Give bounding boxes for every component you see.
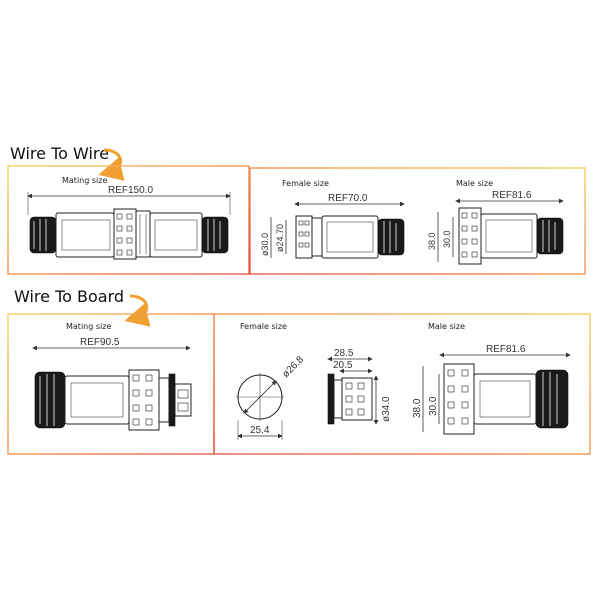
female-inner-depth-dimension: 20.5	[333, 360, 353, 371]
female-depth-dimension: 28.5	[334, 348, 354, 359]
male-inner-height: 30.0	[442, 230, 452, 248]
female-connector-drawing	[295, 215, 405, 259]
wire-to-wire-title: Wire To Wire	[10, 144, 109, 163]
curved-arrow-icon	[124, 294, 151, 327]
male-connector-drawing	[458, 207, 564, 265]
female-size-label: Female size	[282, 179, 329, 188]
panel-hole-diameter: ø26.8	[280, 354, 306, 380]
female-male-frame	[213, 313, 591, 455]
mating-size-label: Mating size	[62, 176, 107, 185]
male-inner-height: 30.0	[428, 396, 439, 416]
male-length-dimension: REF81.6	[486, 344, 526, 355]
male-outer-height: 38.0	[427, 232, 437, 250]
panel-hole-drawing	[236, 373, 284, 421]
female-length-dimension: REF70.0	[328, 193, 368, 204]
curved-arrow-icon	[98, 148, 125, 181]
male-length-dimension: REF81.6	[492, 190, 532, 201]
flange-width-dimension: 25.4	[250, 425, 270, 436]
mating-dimension: REF150.0	[108, 185, 153, 196]
female-inner-diameter: ø24.70	[275, 224, 285, 252]
male-outer-height: 38.0	[412, 398, 423, 418]
mating-connector-drawing	[29, 208, 229, 260]
wire-to-board-title: Wire To Board	[14, 287, 124, 306]
female-size-label: Female size	[240, 322, 287, 331]
female-diameter: ø34.0	[381, 396, 392, 422]
female-male-frame	[249, 167, 586, 275]
wire-to-wire-section: Wire To Wire Mating size REF150.0	[7, 144, 586, 275]
mating-frame	[7, 165, 250, 275]
female-outer-diameter: ø30.0	[260, 233, 270, 256]
mating-size-label: Mating size	[66, 322, 111, 331]
male-connector-drawing	[443, 363, 569, 435]
mating-connector-drawing	[34, 369, 192, 431]
mating-dimension: REF90.5	[80, 337, 120, 348]
male-size-label: Male size	[456, 179, 493, 188]
wire-to-board-section: Wire To Board Mating size REF90.5	[7, 287, 591, 455]
male-size-label: Male size	[428, 322, 465, 331]
female-board-connector-drawing	[327, 373, 373, 425]
